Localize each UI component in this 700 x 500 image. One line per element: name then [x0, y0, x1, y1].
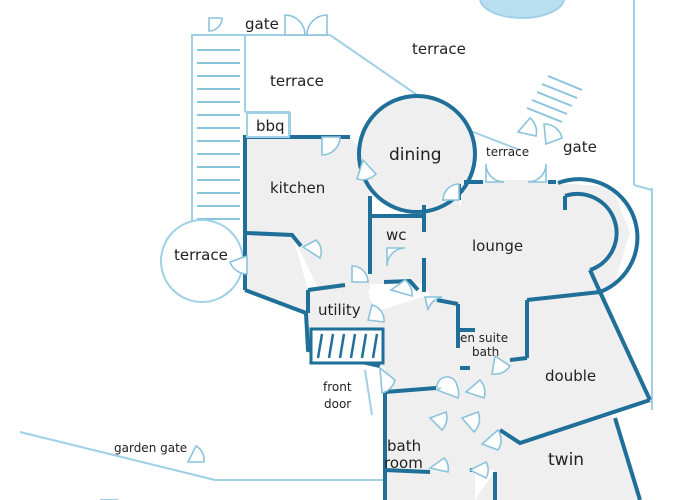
label-dining: dining: [389, 145, 442, 165]
label-terrace-round: terrace: [174, 246, 228, 264]
label-twin: twin: [548, 450, 584, 470]
label-utility: utility: [318, 301, 361, 319]
label-door: door: [324, 397, 351, 411]
walls: [243, 94, 652, 500]
label-room: room: [384, 454, 423, 472]
label-front: front: [323, 380, 352, 394]
label-terrace-upper: terrace: [270, 72, 324, 90]
label-en-suite-bath: bath: [472, 345, 499, 359]
label-double: double: [545, 367, 596, 385]
label-terrace-top: terrace: [412, 40, 466, 58]
label-en-suite: en suite: [460, 331, 508, 345]
label-gate-top: gate: [245, 15, 279, 33]
label-gate-right: gate: [563, 138, 597, 156]
labels: gate terrace terrace bbq dining terrace …: [114, 15, 597, 472]
doors: [186, 14, 563, 480]
label-bbq: bbq: [256, 117, 285, 135]
bbq-box: [246, 112, 290, 138]
pool: [479, 0, 565, 19]
right-staircase: [526, 75, 583, 123]
label-bath: bath: [387, 437, 421, 455]
label-kitchen: kitchen: [270, 179, 325, 197]
label-wc: wc: [386, 226, 407, 244]
label-garden-gate: garden gate: [114, 441, 187, 455]
utility-stair: [309, 327, 385, 365]
label-lounge: lounge: [472, 237, 523, 255]
left-staircase: [197, 49, 240, 220]
label-terrace-small: terrace: [486, 145, 529, 159]
